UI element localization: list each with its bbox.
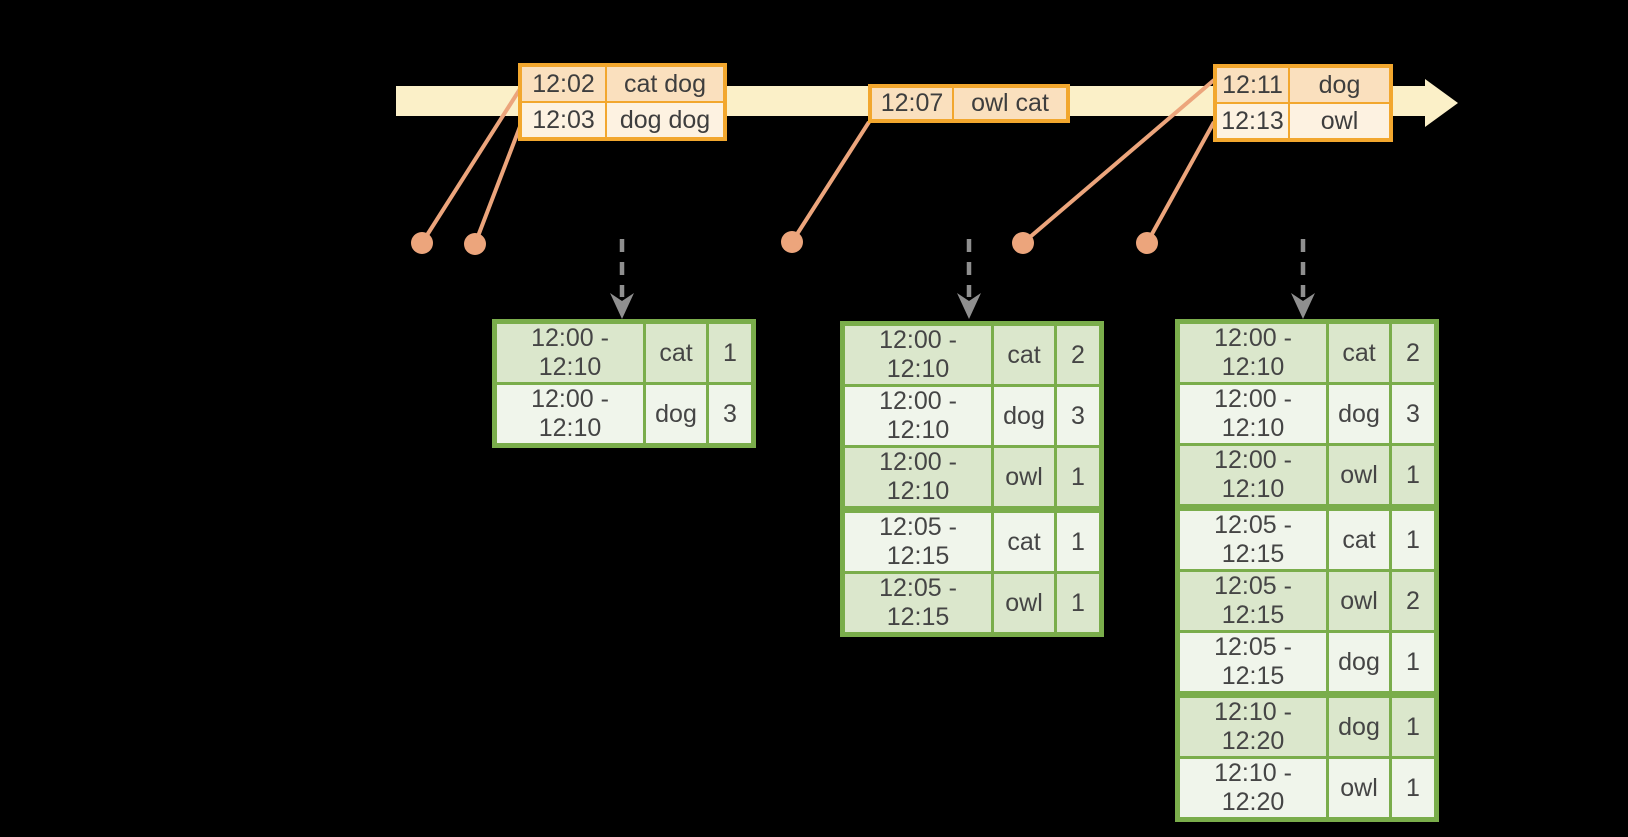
event-time-cell: 12:03 <box>519 101 607 140</box>
table-row: 12:00 - 12:10 owl 1 <box>1176 443 1438 509</box>
event-words-cell: dog dog <box>605 101 726 140</box>
event-words-cell: cat dog <box>605 64 726 103</box>
table-row: 12:10 - 12:20 owl 1 <box>1176 756 1438 821</box>
count-cell: 1 <box>1054 571 1103 636</box>
window-cell: 12:10 - 12:20 <box>1176 691 1329 759</box>
event-row: 12:03 dog dog <box>519 101 726 140</box>
count-cell: 1 <box>1389 756 1438 821</box>
connector-line <box>790 120 871 244</box>
window-cell: 12:10 - 12:20 <box>1176 756 1329 821</box>
event-dot <box>781 231 803 253</box>
word-cell: dog <box>1326 691 1392 759</box>
count-cell: 1 <box>706 320 755 385</box>
count-cell: 1 <box>1389 691 1438 759</box>
count-cell: 1 <box>1389 443 1438 509</box>
window-cell: 12:05 - 12:15 <box>1176 504 1329 572</box>
table-row: 12:00 - 12:10 cat 2 <box>841 322 1103 387</box>
window-cell: 12:00 - 12:10 <box>841 384 994 448</box>
window-cell: 12:00 - 12:10 <box>1176 382 1329 446</box>
event-table-1: 12:02 cat dog 12:03 dog dog <box>518 63 727 141</box>
event-table-2: 12:07 owl cat <box>868 84 1070 123</box>
window-cell: 12:00 - 12:10 <box>493 320 646 385</box>
event-row: 12:13 owl <box>1214 102 1392 141</box>
table-row: 12:00 - 12:10 dog 3 <box>1176 382 1438 446</box>
word-cell: owl <box>1326 756 1392 821</box>
table-row: 12:00 - 12:10 dog 3 <box>493 382 755 447</box>
window-cell: 12:00 - 12:10 <box>841 445 994 511</box>
window-cell: 12:05 - 12:15 <box>1176 569 1329 633</box>
count-cell: 2 <box>1389 569 1438 633</box>
timeline-arrowhead-icon <box>1425 79 1458 127</box>
window-cell: 12:05 - 12:15 <box>841 571 994 636</box>
table-row: 12:05 - 12:15 cat 1 <box>841 506 1103 574</box>
word-cell: cat <box>643 320 709 385</box>
count-cell: 1 <box>1054 506 1103 574</box>
word-cell: dog <box>643 382 709 447</box>
event-row: 12:11 dog <box>1214 65 1392 104</box>
table-row: 12:05 - 12:15 cat 1 <box>1176 504 1438 572</box>
window-cell: 12:00 - 12:10 <box>1176 443 1329 509</box>
word-cell: owl <box>991 571 1057 636</box>
event-row: 12:07 owl cat <box>869 85 1069 122</box>
count-cell: 3 <box>1389 382 1438 446</box>
result-table-1: 12:00 - 12:10 cat 1 12:00 - 12:10 dog 3 <box>492 319 756 448</box>
event-row: 12:02 cat dog <box>519 64 726 103</box>
table-row: 12:10 - 12:20 dog 1 <box>1176 691 1438 759</box>
word-cell: cat <box>1326 320 1392 385</box>
table-row: 12:05 - 12:15 owl 1 <box>841 571 1103 636</box>
word-cell: owl <box>1326 569 1392 633</box>
event-words-cell: owl <box>1288 102 1392 141</box>
event-dot <box>1136 232 1158 254</box>
event-dot <box>1012 232 1034 254</box>
event-time-cell: 12:07 <box>869 85 954 122</box>
event-time-cell: 12:13 <box>1214 102 1290 141</box>
table-row: 12:00 - 12:10 cat 2 <box>1176 320 1438 385</box>
count-cell: 3 <box>1054 384 1103 448</box>
connector-line <box>1145 121 1216 244</box>
table-row: 12:00 - 12:10 dog 3 <box>841 384 1103 448</box>
table-row: 12:00 - 12:10 owl 1 <box>841 445 1103 511</box>
event-words-cell: dog <box>1288 65 1392 104</box>
word-cell: cat <box>1326 504 1392 572</box>
word-cell: owl <box>991 445 1057 511</box>
table-row: 12:05 - 12:15 dog 1 <box>1176 630 1438 696</box>
word-cell: dog <box>991 384 1057 448</box>
trigger-arrowhead-icon <box>610 293 634 319</box>
event-time-cell: 12:11 <box>1214 65 1290 104</box>
event-dot <box>464 233 486 255</box>
table-row: 12:05 - 12:15 owl 2 <box>1176 569 1438 633</box>
connector-line <box>1021 78 1216 245</box>
trigger-arrowhead-icon <box>957 293 981 319</box>
event-time-cell: 12:02 <box>519 64 607 103</box>
window-cell: 12:00 - 12:10 <box>841 322 994 387</box>
count-cell: 1 <box>1389 504 1438 572</box>
window-cell: 12:00 - 12:10 <box>1176 320 1329 385</box>
word-cell: cat <box>991 506 1057 574</box>
trigger-arrowhead-icon <box>1291 293 1315 319</box>
word-cell: owl <box>1326 443 1392 509</box>
connector-line <box>473 123 523 245</box>
count-cell: 2 <box>1054 322 1103 387</box>
event-words-cell: owl cat <box>952 85 1069 122</box>
event-dot <box>411 232 433 254</box>
window-cell: 12:05 - 12:15 <box>1176 630 1329 696</box>
count-cell: 3 <box>706 382 755 447</box>
word-cell: cat <box>991 322 1057 387</box>
count-cell: 2 <box>1389 320 1438 385</box>
event-table-3: 12:11 dog 12:13 owl <box>1213 64 1393 142</box>
count-cell: 1 <box>1389 630 1438 696</box>
connector-line <box>420 87 522 245</box>
word-cell: dog <box>1326 382 1392 446</box>
table-row: 12:00 - 12:10 cat 1 <box>493 320 755 385</box>
window-cell: 12:00 - 12:10 <box>493 382 646 447</box>
word-cell: dog <box>1326 630 1392 696</box>
count-cell: 1 <box>1054 445 1103 511</box>
result-table-3: 12:00 - 12:10 cat 2 12:00 - 12:10 dog 3 … <box>1175 319 1439 822</box>
window-cell: 12:05 - 12:15 <box>841 506 994 574</box>
result-table-2: 12:00 - 12:10 cat 2 12:00 - 12:10 dog 3 … <box>840 321 1104 637</box>
